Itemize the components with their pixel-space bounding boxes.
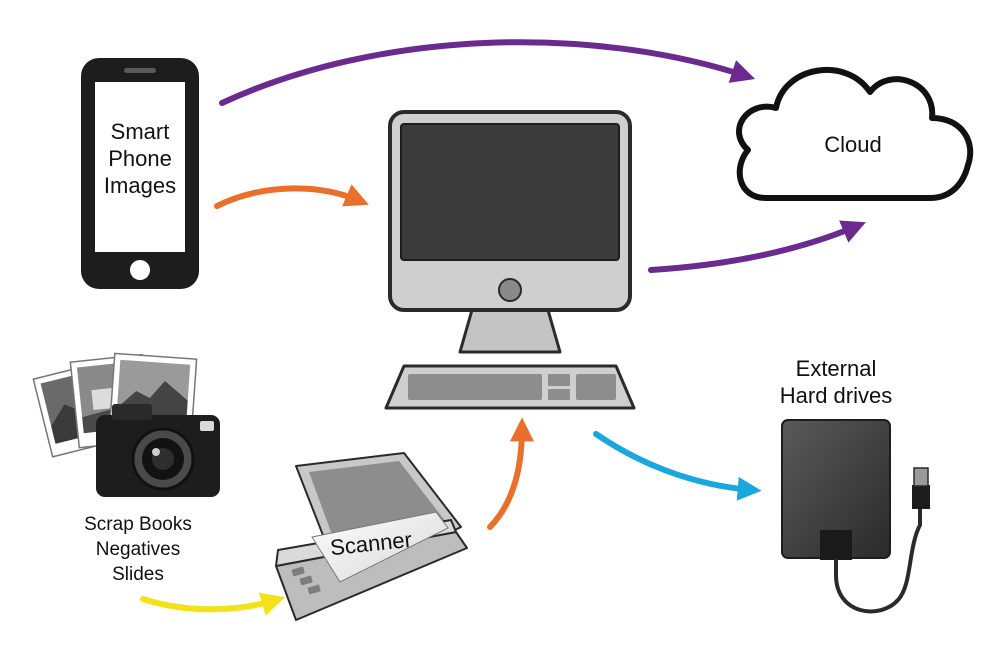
flatbed-scanner-icon xyxy=(275,452,468,621)
cloud-icon xyxy=(736,67,974,201)
phone-label-line: Smart xyxy=(110,119,170,144)
arrow-scanner-to-computer xyxy=(487,417,534,530)
arrow-computer-to-cloud xyxy=(648,220,866,273)
smartphone-icon xyxy=(81,58,199,289)
photos-label-line: Negatives xyxy=(95,539,181,560)
cloud-label: Cloud xyxy=(790,131,916,158)
desktop-computer-icon xyxy=(384,110,636,410)
photos-label-line: Slides xyxy=(112,564,164,585)
drive-label-line: Hard drives xyxy=(779,383,893,408)
phone-label-line: Images xyxy=(103,173,177,198)
arrow-phone-to-computer xyxy=(214,184,369,209)
arrow-photos-to-scanner xyxy=(140,592,286,616)
cloud-label-text: Cloud xyxy=(824,132,882,157)
phone-label-line: Phone xyxy=(108,146,172,171)
drive-label-line: External xyxy=(795,356,877,381)
external-hard-drive-icon xyxy=(781,419,930,614)
phone-label: Smart Phone Images xyxy=(94,118,186,199)
photos-label: Scrap Books Negatives Slides xyxy=(50,512,226,587)
photos-label-line: Scrap Books xyxy=(84,514,192,535)
camera-and-photos-icon xyxy=(32,352,220,497)
arrow-computer-to-drive xyxy=(593,431,762,501)
arrow-phone-to-cloud xyxy=(219,39,756,106)
drive-label: External Hard drives xyxy=(748,355,924,409)
